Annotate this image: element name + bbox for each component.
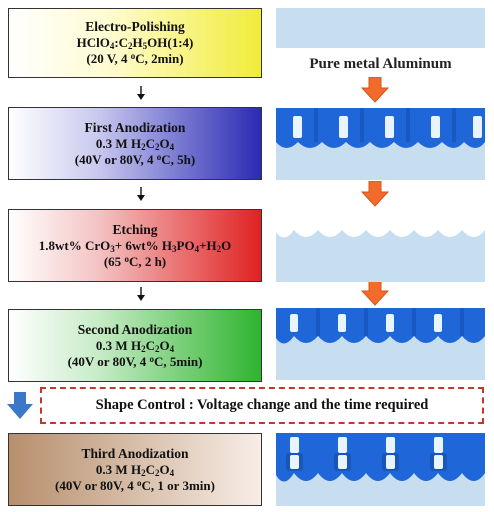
shape-control-box: Shape Control : Voltage change and the t… (40, 387, 484, 424)
second-anodization-panel (276, 308, 485, 380)
step-conditions: (20 V, 4 oC, 2min) (86, 51, 184, 66)
step-second-anodization: Second Anodization 0.3 M H2C2O4 (40V or … (8, 309, 262, 382)
step-reagent: 0.3 M H2C2O4 (95, 337, 175, 354)
step-title: Etching (112, 221, 158, 237)
orange-arrow-icon (361, 280, 389, 306)
step-first-anodization: First Anodization 0.3 M H2C2O4 (40V or 8… (8, 107, 262, 180)
step-etching: Etching 1.8wt% CrO3+ 6wt% H3PO4+H2O (65 … (8, 209, 262, 282)
step-title: Electro-Polishing (85, 19, 185, 34)
step-conditions: (65 oC, 2 h) (103, 253, 167, 269)
step-third-anodization: Third Anodization 0.3 M H2C2O4 (40V or 8… (8, 433, 262, 506)
down-arrow-icon (137, 187, 145, 201)
step-reagent: 0.3 M H2C2O4 (95, 461, 175, 478)
step-title: Third Anodization (81, 445, 189, 461)
step-title: First Anodization (84, 119, 186, 135)
orange-arrow-icon (361, 77, 389, 103)
down-arrow-icon (137, 287, 145, 301)
pure-metal-label: Pure metal Aluminum (309, 56, 452, 72)
step-reagent: 0.3 M H2C2O4 (95, 135, 175, 152)
shape-control-text: Shape Control : Voltage change and the t… (95, 397, 429, 413)
orange-arrow-icon (361, 181, 389, 207)
first-anodization-panel (276, 108, 485, 180)
step-conditions: (40V or 80V, 4 oC, 5min) (67, 353, 203, 369)
step-reagent: HClO4:C2H5OH(1:4) (76, 35, 194, 51)
step-conditions: (40V or 80V, 4 oC, 5h) (74, 151, 196, 167)
step-electro-polishing: Electro-Polishing HClO4:C2H5OH(1:4) (20 … (8, 8, 262, 78)
blue-down-arrow-icon (7, 392, 33, 419)
third-anodization-panel (276, 433, 485, 506)
aluminum-substrate-panel (276, 8, 485, 48)
step-reagent: 1.8wt% CrO3+ 6wt% H3PO4+H2O (38, 237, 232, 254)
step-title: Second Anodization (77, 321, 193, 337)
down-arrow-icon (137, 86, 145, 100)
step-conditions: (40V or 80V, 4 oC, 1 or 3min) (55, 477, 215, 493)
etched-surface-panel (276, 210, 485, 282)
